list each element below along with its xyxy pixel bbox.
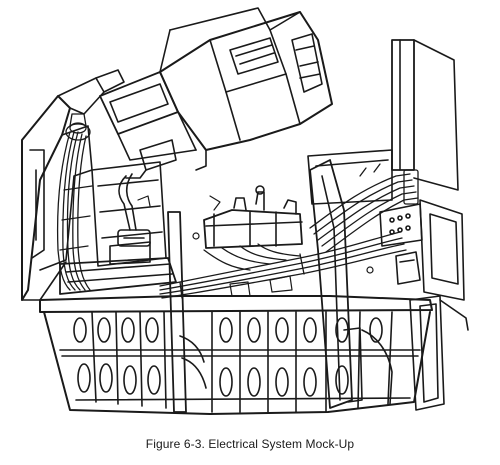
- right-bulkhead: [307, 39, 465, 301]
- center-frame: [167, 159, 393, 413]
- right-lower-panel: [409, 295, 469, 411]
- lower-structure: [39, 295, 433, 415]
- terminal-block: [379, 203, 423, 285]
- upper-control-box: [99, 7, 333, 171]
- center-wire-bundle: [159, 231, 407, 299]
- center-module: [203, 185, 303, 249]
- box-connector: [117, 139, 177, 247]
- left-wire-bundle: [56, 113, 93, 291]
- small-hardware: [137, 195, 374, 297]
- figure-caption: Figure 6-3. Electrical System Mock-Up: [145, 437, 355, 451]
- left-chassis: [59, 161, 177, 295]
- electrical-system-mockup-drawing: [21, 7, 469, 415]
- right-cable-bundle: [309, 163, 419, 253]
- left-frame: [21, 69, 125, 301]
